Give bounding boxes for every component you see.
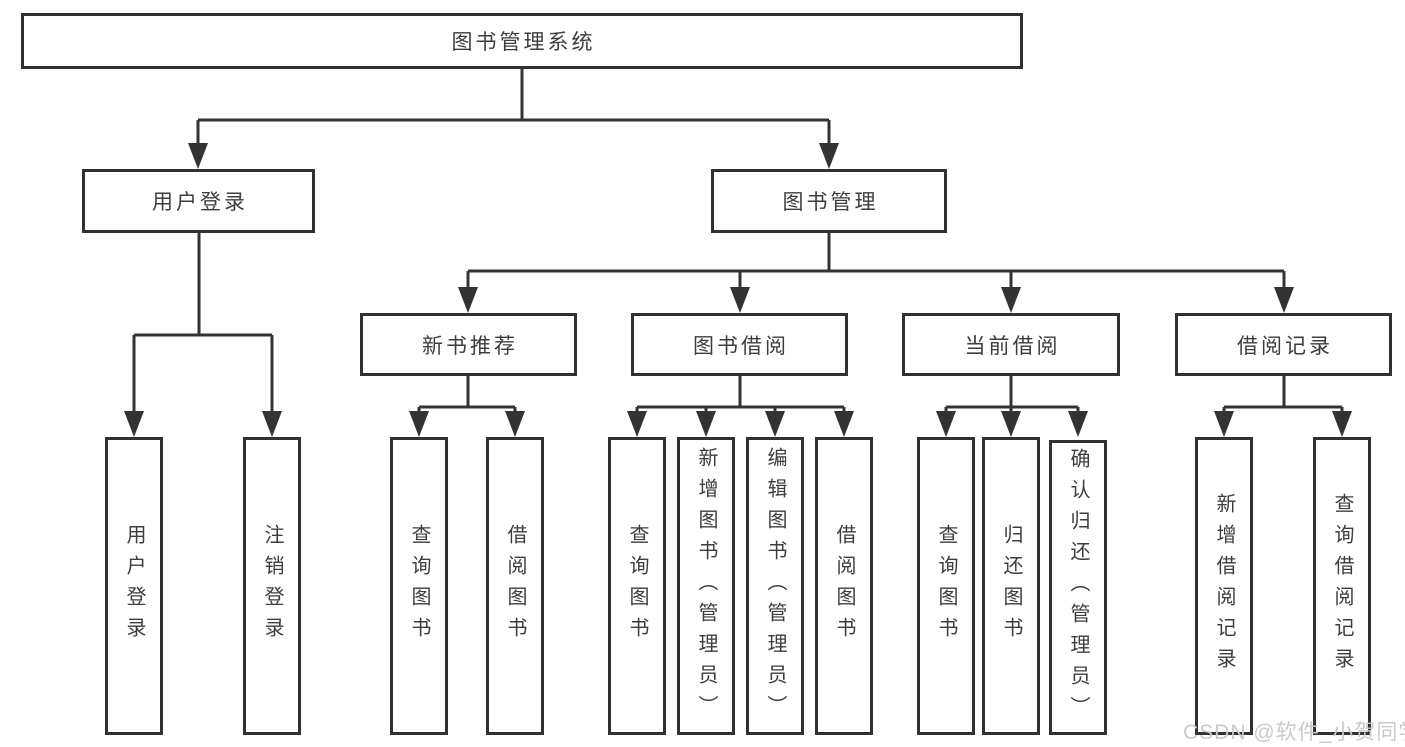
node-current-borrowing: 当前借阅: [902, 313, 1120, 376]
leaf-logout: 注销登录: [243, 437, 301, 735]
leaf-borrow-books-2: 借阅图书: [815, 437, 873, 735]
leaf-add-borrow-record: 新增借阅记录: [1195, 437, 1253, 735]
csdn-watermark: CSDN @软件_小贺同学: [1183, 721, 1405, 744]
leaf-borrow-books-1: 借阅图书: [486, 437, 544, 735]
leaf-query-borrow-record: 查询借阅记录: [1313, 437, 1371, 735]
node-book-borrowing: 图书借阅: [631, 313, 848, 376]
node-new-book-recommendation: 新书推荐: [360, 313, 577, 376]
node-library-management-system: 图书管理系统: [21, 13, 1023, 69]
node-borrowing-records: 借阅记录: [1175, 313, 1392, 376]
leaf-user-login: 用户登录: [105, 437, 163, 735]
leaf-confirm-return-admin: 确认归还（管理员）: [1049, 440, 1107, 735]
leaf-edit-books-admin: 编辑图书（管理员）: [746, 437, 804, 735]
leaf-query-books-3: 查询图书: [917, 437, 975, 735]
node-book-management: 图书管理: [711, 169, 947, 233]
leaf-query-books-2: 查询图书: [608, 437, 666, 735]
leaf-return-books: 归还图书: [982, 437, 1040, 735]
node-user-login: 用户登录: [82, 169, 315, 233]
leaf-query-books-1: 查询图书: [390, 437, 448, 735]
leaf-add-books-admin: 新增图书（管理员）: [677, 437, 735, 735]
